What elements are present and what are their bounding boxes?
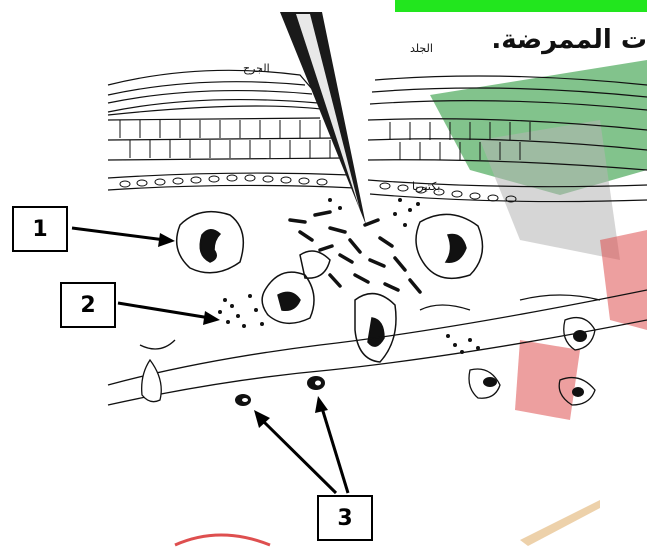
bacteria-label: بكتيريا: [412, 180, 440, 193]
watermark: [175, 60, 647, 546]
skin-label: الجلد: [410, 42, 433, 55]
callout-box-2: 2: [60, 282, 116, 328]
arrow-icon: [72, 228, 348, 493]
callout-box-3: 3: [317, 495, 373, 541]
bacteria: [290, 212, 420, 292]
macrophage-cell: [177, 212, 244, 273]
immune-cell: [262, 251, 396, 362]
skin-cells-left: [120, 120, 330, 187]
callout-box-1: 1: [12, 206, 68, 252]
macrophage-cell: [416, 214, 483, 278]
wound-label: الجرح: [243, 62, 270, 75]
